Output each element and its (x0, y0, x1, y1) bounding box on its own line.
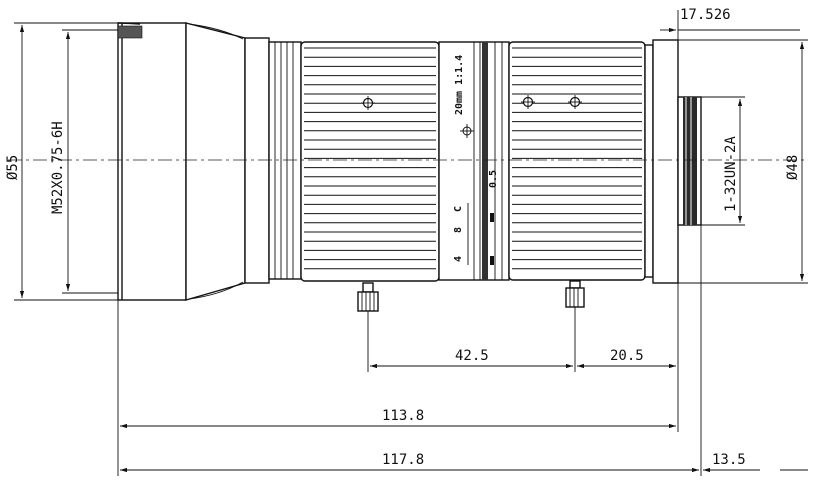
front-thread-label: M52X0.75-6H (50, 121, 66, 214)
front-ring (117, 22, 187, 301)
middle-band: 20mm 1:1.4 4 8 C 0.5 (438, 41, 510, 281)
dim-flange-distance: 17.526 (660, 7, 800, 40)
dim-length-a: 113.8 (117, 300, 679, 476)
focus-lock-screw (357, 282, 379, 312)
dim-body-diameter: Ø55 (5, 22, 118, 301)
mount-length-label: 13.5 (712, 452, 746, 468)
focus-ring (300, 41, 440, 282)
dim-screw-spacing: 42.5 20.5 (367, 283, 679, 372)
dim-front-thread: M52X0.75-6H (50, 29, 118, 294)
length-a-label: 113.8 (382, 408, 424, 424)
iris-ring (508, 41, 646, 281)
lens-taper (185, 22, 246, 301)
focus-mark-8: 8 (453, 227, 464, 233)
neck-rings (244, 37, 302, 284)
dim-mount-thread: 1-32UN-2A (701, 96, 745, 226)
lens-spec-label: 20mm 1:1.4 (454, 55, 465, 115)
dim-length-b: 117.8 13.5 (120, 225, 808, 476)
mount-diameter-label: Ø48 (785, 155, 801, 180)
rear-rings (644, 39, 679, 284)
flange-distance-label: 17.526 (680, 7, 731, 23)
iris-mark: 0.5 (488, 170, 499, 188)
iris-lock-screw (565, 280, 585, 308)
body-diameter-label: Ø55 (5, 155, 21, 180)
focus-mark-c: C (453, 206, 464, 212)
dim-mount-diameter: Ø48 (678, 39, 808, 284)
screw-hole-icon (361, 95, 582, 110)
screw-to-flange-label: 20.5 (610, 348, 644, 364)
focus-mark-4: 4 (453, 256, 464, 262)
screw-spacing-label: 42.5 (455, 348, 489, 364)
c-mount-thread (677, 96, 702, 226)
length-b-label: 117.8 (382, 452, 424, 468)
mount-thread-label: 1-32UN-2A (723, 136, 739, 212)
